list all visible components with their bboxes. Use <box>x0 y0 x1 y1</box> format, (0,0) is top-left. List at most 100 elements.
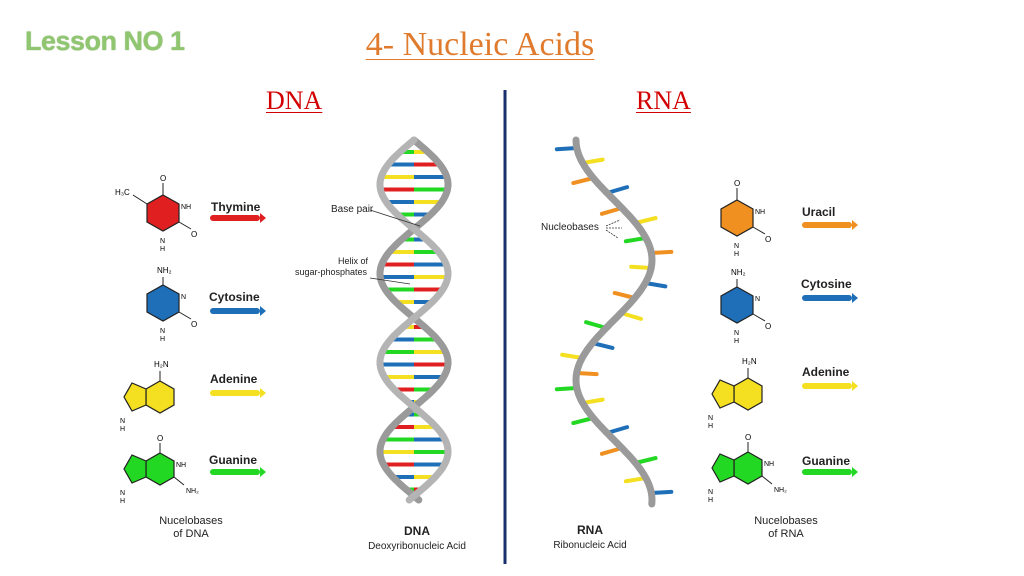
svg-text:H: H <box>734 338 739 345</box>
arrow-head-cytosine <box>260 306 266 316</box>
lesson-label: Lesson NO 1 <box>25 26 185 56</box>
svg-text:NH: NH <box>764 461 774 468</box>
svg-text:NH: NH <box>755 209 765 216</box>
rna-cytosine-ring <box>720 286 754 324</box>
dna-base-arrows <box>210 213 266 477</box>
svg-text:O: O <box>765 235 771 244</box>
dna-helix-subtitle: Deoxyribonucleic Acid <box>368 541 466 552</box>
guanine-sub-label: NH₂ <box>186 488 199 495</box>
label-helix-line2: sugar-phosphates <box>295 267 368 277</box>
dna-base-name-cytosine: Cytosine <box>209 290 260 304</box>
rna-base-name-uracil: Uracil <box>802 205 835 219</box>
rna-caption-line1: Nucelobases <box>754 515 818 527</box>
label-base-pair: Base pair <box>331 204 374 215</box>
arrow-head-cytosine <box>852 293 858 303</box>
thymine-ring <box>146 194 180 232</box>
rna-adenine-ring-5 <box>711 379 735 409</box>
svg-text:H: H <box>160 246 165 253</box>
arrow-guanine <box>210 469 260 475</box>
svg-text:O: O <box>191 320 197 329</box>
svg-text:N: N <box>120 490 125 497</box>
svg-text:O: O <box>157 434 163 443</box>
svg-text:N: N <box>120 418 125 425</box>
adenine-structure: H₂N N H <box>120 360 175 433</box>
rna-base-name-guanine: Guanine <box>802 454 850 468</box>
rna-heading: RNA <box>636 86 691 115</box>
guanine-ring-5 <box>123 454 147 484</box>
arrow-uracil <box>802 222 852 228</box>
arrow-cytosine <box>802 295 852 301</box>
dna-helix-title: DNA <box>404 524 430 538</box>
uracil-structure: O NH O N H <box>720 179 771 258</box>
label-helix-line1: Helix of <box>338 256 369 266</box>
svg-text:H₂N: H₂N <box>742 357 757 366</box>
adenine-ring-5 <box>123 382 147 412</box>
svg-text:H: H <box>708 497 713 504</box>
svg-text:O: O <box>160 174 166 183</box>
dna-base-name-adenine: Adenine <box>210 372 258 386</box>
arrow-head-guanine <box>852 467 858 477</box>
cytosine-sub-label: NH₂ <box>157 266 172 275</box>
rna-base-labels: Uracil Cytosine Adenine Guanine <box>801 205 852 468</box>
svg-text:N: N <box>160 328 165 335</box>
cytosine-ring <box>146 284 180 322</box>
svg-text:N: N <box>755 296 760 303</box>
svg-text:N: N <box>708 415 713 422</box>
guanine-ring-6 <box>145 452 175 486</box>
rna-backbone <box>572 136 656 508</box>
thymine-sub-label: H₃C <box>115 188 130 197</box>
svg-text:NH₂: NH₂ <box>731 268 746 277</box>
dna-heading: DNA <box>266 86 323 115</box>
svg-text:NH: NH <box>181 204 191 211</box>
svg-text:O: O <box>745 433 751 442</box>
rna-adenine-ring-6 <box>733 377 763 411</box>
rna-guanine-ring-6 <box>733 451 763 485</box>
arrow-head-adenine <box>852 381 858 391</box>
rna-base-name-cytosine: Cytosine <box>801 277 852 291</box>
slide-title: 4- Nucleic Acids <box>365 26 595 63</box>
rna-base-arrows <box>802 220 858 477</box>
dna-base-labels: Thymine Cytosine Adenine Guanine <box>209 200 261 467</box>
svg-text:N: N <box>160 238 165 245</box>
adenine-sub-label: H₂N <box>154 360 169 369</box>
svg-text:NH: NH <box>176 462 186 469</box>
arrow-head-adenine <box>260 388 266 398</box>
arrow-adenine <box>210 390 260 396</box>
rna-helix-subtitle: Ribonucleic Acid <box>553 540 626 551</box>
label-nucleobases: Nucleobases <box>541 222 599 233</box>
svg-text:N: N <box>181 294 186 301</box>
rna-guanine-structure: O NH NH₂ N H <box>708 433 787 504</box>
pointer-nucleobases-1 <box>605 219 621 227</box>
svg-text:N: N <box>734 330 739 337</box>
rna-helix-title: RNA <box>577 523 603 537</box>
svg-text:N: N <box>708 489 713 496</box>
rna-caption-line2: of RNA <box>768 528 804 540</box>
svg-text:H: H <box>708 423 713 430</box>
dna-backbone-b <box>376 136 452 504</box>
svg-text:H: H <box>734 251 739 258</box>
guanine-structure: O NH NH₂ N H <box>120 434 199 505</box>
thymine-structure: O H₃C NH O N H <box>115 174 197 253</box>
pointer-base-pair <box>369 209 421 227</box>
cytosine-structure: NH₂ N O N H <box>146 266 197 343</box>
dna-base-name-guanine: Guanine <box>209 453 257 467</box>
pointer-helix <box>369 277 411 285</box>
arrow-thymine <box>210 215 260 221</box>
dna-caption-line2: of DNA <box>173 528 209 540</box>
arrow-guanine <box>802 469 852 475</box>
dna-base-name-thymine: Thymine <box>211 200 261 214</box>
rna-cytosine-structure: NH₂ N O N H <box>720 268 771 345</box>
rna-guanine-ring-5 <box>711 453 735 483</box>
svg-text:H: H <box>160 336 165 343</box>
arrow-head-uracil <box>852 220 858 230</box>
svg-text:O: O <box>765 322 771 331</box>
dna-caption-line1: Nucelobases <box>159 515 223 527</box>
rna-base-name-adenine: Adenine <box>802 365 850 379</box>
arrow-head-thymine <box>260 213 266 223</box>
arrow-adenine <box>802 383 852 389</box>
arrow-cytosine <box>210 308 260 314</box>
svg-text:NH₂: NH₂ <box>774 487 787 494</box>
rna-adenine-structure: H₂N N H <box>708 357 763 430</box>
arrow-head-guanine <box>260 467 266 477</box>
